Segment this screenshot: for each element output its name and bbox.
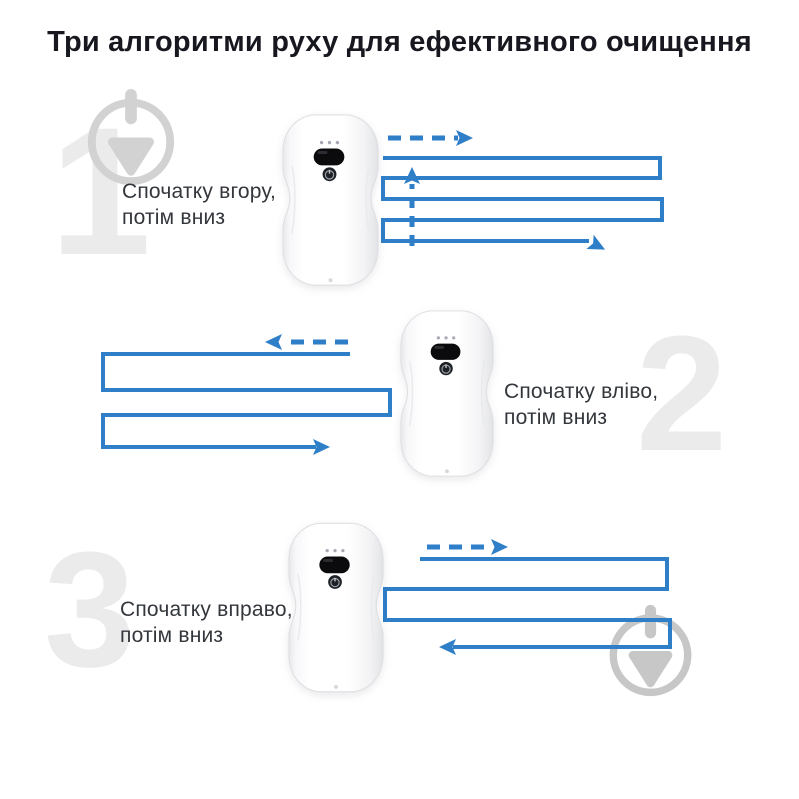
- arrowhead-right-icon: [491, 539, 508, 555]
- caption-line: Спочатку вправо,: [120, 598, 293, 621]
- window-cleaning-robot: [287, 519, 385, 696]
- section2-arrows: [101, 334, 392, 455]
- window-cleaning-robot: [281, 112, 380, 288]
- arrowhead-up-icon: [404, 167, 420, 184]
- section-number-3: 3: [44, 518, 136, 701]
- arrowhead-right-icon: [313, 439, 330, 455]
- section3-arrows: [383, 539, 672, 655]
- caption-line: потім вниз: [120, 624, 224, 647]
- caption-line: потім вниз: [122, 206, 226, 229]
- caption-line: потім вниз: [504, 406, 608, 429]
- section-number-2: 2: [636, 302, 728, 485]
- serpentine-path: [101, 352, 392, 449]
- serpentine-path: [381, 156, 664, 243]
- arrowhead-left-icon: [439, 639, 456, 655]
- section1-arrows: [381, 130, 664, 250]
- arrowhead-right-icon: [586, 234, 606, 250]
- caption-line: Спочатку вліво,: [504, 380, 659, 403]
- caption-line: Спочатку вгору,: [122, 180, 276, 203]
- serpentine-path: [383, 557, 672, 649]
- section2-caption: Спочатку вліво, потім вниз: [504, 379, 658, 431]
- arrowhead-right-icon: [456, 130, 473, 146]
- page-title: Три алгоритми руху для ефективного очище…: [47, 26, 752, 58]
- window-cleaning-robot: [399, 309, 495, 478]
- section-number-1: 1: [50, 89, 152, 293]
- section1-caption: Спочатку вгору, потім вниз: [122, 179, 276, 231]
- arrowhead-left-icon: [265, 334, 282, 350]
- section3-caption: Спочатку вправо, потім вниз: [120, 597, 293, 649]
